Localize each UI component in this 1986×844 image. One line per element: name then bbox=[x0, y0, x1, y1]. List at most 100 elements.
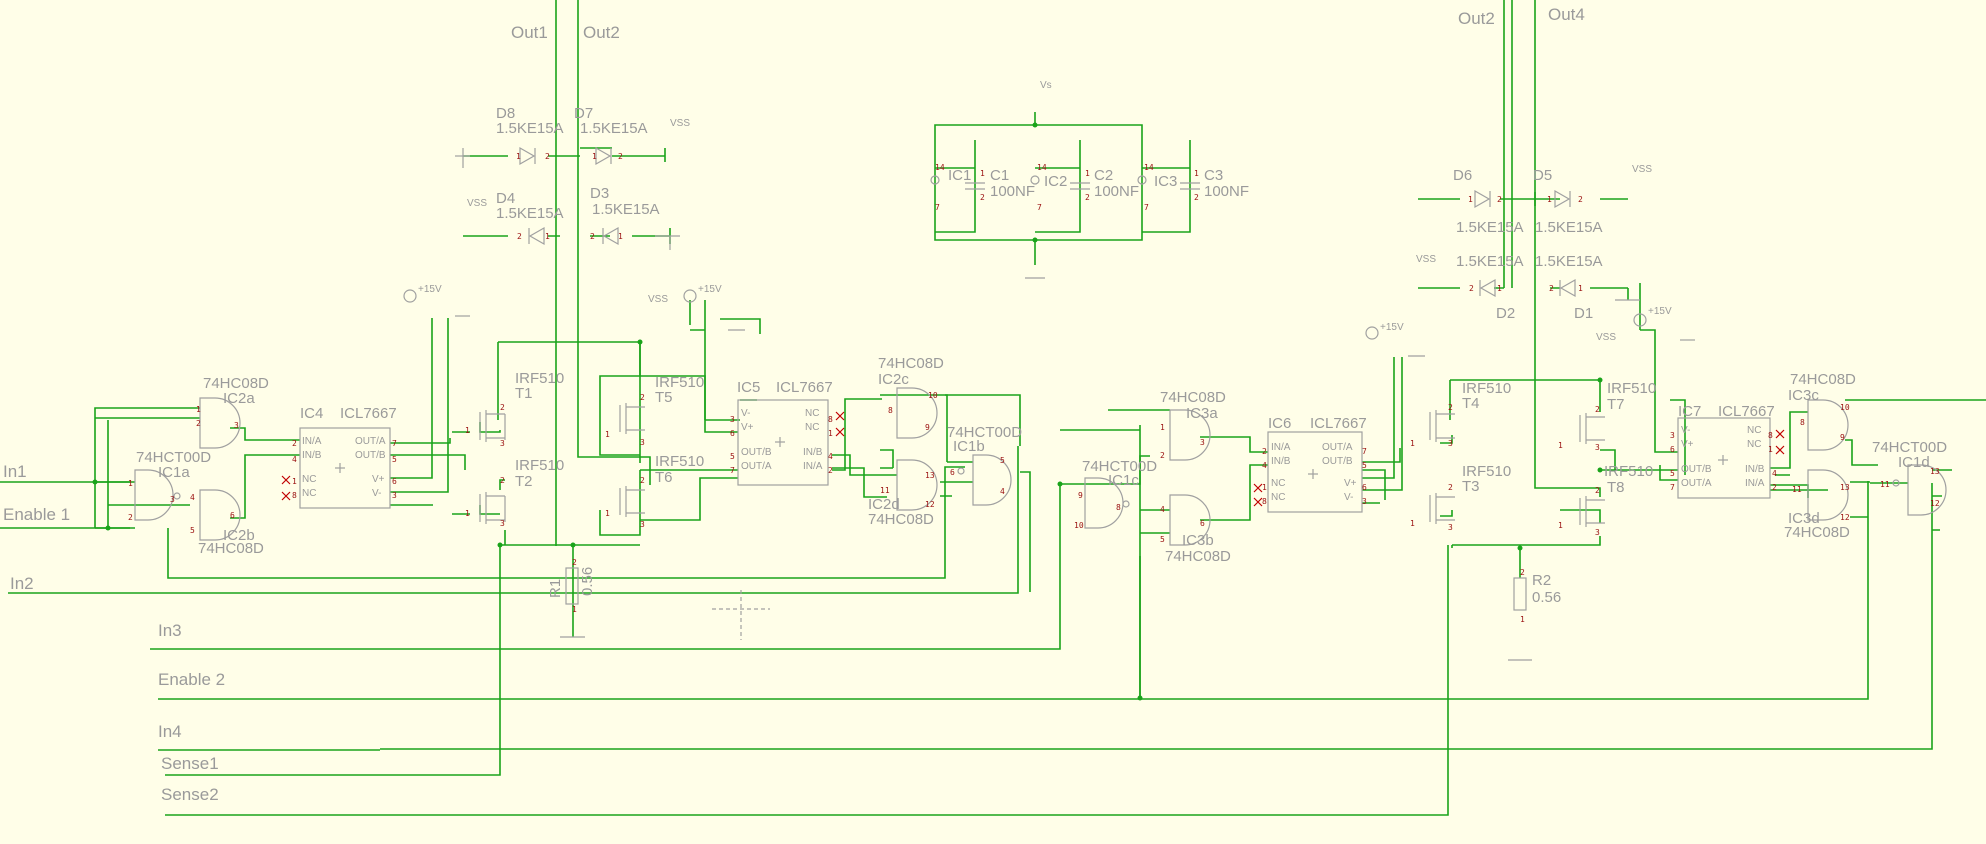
svg-text:2: 2 bbox=[1520, 568, 1525, 577]
name-d2: D2 bbox=[1496, 305, 1515, 322]
label-out2-right: Out2 bbox=[1458, 9, 1495, 28]
svg-text:9: 9 bbox=[925, 423, 930, 432]
part-irf510-t6: IRF510 bbox=[655, 453, 704, 470]
ic7-pin-ina: IN/A bbox=[1745, 478, 1765, 489]
gate-ic2d bbox=[896, 459, 938, 511]
part-d6: 1.5KE15A bbox=[1456, 219, 1524, 236]
name-ic5: IC5 bbox=[737, 379, 760, 396]
svg-text:1: 1 bbox=[292, 477, 297, 486]
svg-text:3: 3 bbox=[640, 438, 645, 447]
ic6-pin-vplus: V+ bbox=[1344, 478, 1357, 489]
part-irf510-t8: IRF510 bbox=[1604, 463, 1653, 480]
name-t8: T8 bbox=[1607, 479, 1625, 496]
name-ic1: IC1 bbox=[948, 167, 971, 184]
svg-text:2: 2 bbox=[1497, 195, 1502, 204]
svg-text:10: 10 bbox=[1840, 403, 1850, 412]
svg-text:2: 2 bbox=[500, 403, 505, 412]
svg-text:1: 1 bbox=[1160, 423, 1165, 432]
ic7-pin-inb: IN/B bbox=[1745, 464, 1765, 475]
name-d7: D7 bbox=[574, 105, 593, 122]
name-ic2: IC2 bbox=[1044, 173, 1067, 190]
ic6-pin-outa: OUT/A bbox=[1322, 442, 1353, 453]
svg-text:8: 8 bbox=[1116, 503, 1121, 512]
svg-text:1: 1 bbox=[1410, 439, 1415, 448]
gate-ic3d bbox=[1807, 469, 1849, 521]
value-c1: 100NF bbox=[990, 183, 1035, 200]
gate-ic3a bbox=[1169, 409, 1211, 461]
svg-text:1: 1 bbox=[128, 479, 133, 488]
svg-text:7: 7 bbox=[392, 439, 397, 448]
no-connect-marks bbox=[281, 411, 1785, 507]
part-irf510-t3: IRF510 bbox=[1462, 463, 1511, 480]
svg-text:14: 14 bbox=[1037, 163, 1047, 172]
svg-text:12: 12 bbox=[1840, 513, 1850, 522]
name-c2: C2 bbox=[1094, 167, 1113, 184]
part-irf510-t4: IRF510 bbox=[1462, 380, 1511, 397]
diode-d3 bbox=[602, 226, 619, 246]
name-ic2c: IC2c bbox=[878, 371, 909, 388]
ic5-pin-nc1: NC bbox=[805, 408, 819, 419]
name-d1: D1 bbox=[1574, 305, 1593, 322]
svg-text:3: 3 bbox=[1200, 438, 1205, 447]
name-ic1a: IC1a bbox=[158, 464, 190, 481]
label-in3: In3 bbox=[158, 621, 182, 640]
svg-text:2: 2 bbox=[500, 476, 505, 485]
name-ic2a: IC2a bbox=[223, 390, 255, 407]
part-icl7667-ic7: ICL7667 bbox=[1718, 403, 1775, 420]
ic6-body bbox=[1267, 431, 1363, 513]
gate-ic1b bbox=[972, 454, 1012, 506]
svg-text:6: 6 bbox=[950, 468, 955, 477]
svg-text:2: 2 bbox=[1160, 451, 1165, 460]
svg-text:2: 2 bbox=[980, 193, 985, 202]
ic4-pin-nc1: NC bbox=[302, 474, 316, 485]
svg-text:11: 11 bbox=[1792, 485, 1802, 494]
part-d7: 1.5KE15A bbox=[580, 120, 648, 137]
part-icl7667-ic5: ICL7667 bbox=[776, 379, 833, 396]
ic5-pin-outa: OUT/A bbox=[741, 461, 772, 472]
label-enable2: Enable 2 bbox=[158, 670, 225, 689]
svg-text:2: 2 bbox=[196, 419, 201, 428]
ic5-body bbox=[737, 399, 829, 486]
ic7-pin-nc1: NC bbox=[1747, 425, 1761, 436]
ic6-pin-nc2: NC bbox=[1271, 492, 1285, 503]
name-r1: R1 bbox=[547, 579, 564, 598]
mosfet-t4 bbox=[1429, 410, 1455, 442]
mosfet-t1 bbox=[479, 410, 506, 442]
part-irf510-t1: IRF510 bbox=[515, 370, 564, 387]
part-d3: 1.5KE15A bbox=[592, 201, 660, 218]
part-d2: 1.5KE15A bbox=[1456, 253, 1524, 270]
value-c3: 100NF bbox=[1204, 183, 1249, 200]
svg-text:2: 2 bbox=[517, 232, 522, 241]
ic5-pin-inb: IN/B bbox=[803, 447, 823, 458]
part-74hc08d-ic3b: 74HC08D bbox=[1165, 548, 1231, 565]
supply-vss-2: VSS bbox=[467, 198, 487, 209]
svg-text:5: 5 bbox=[1670, 469, 1675, 478]
label-sense1: Sense1 bbox=[161, 754, 219, 773]
ic4-pin-vplus: V+ bbox=[372, 474, 385, 485]
svg-text:7: 7 bbox=[1144, 203, 1149, 212]
ic5-pin-ina: IN/A bbox=[803, 461, 823, 472]
name-c3: C3 bbox=[1204, 167, 1223, 184]
part-d8: 1.5KE15A bbox=[496, 120, 564, 137]
svg-text:3: 3 bbox=[500, 439, 505, 448]
gate-ic2c bbox=[896, 387, 938, 439]
svg-text:2: 2 bbox=[590, 232, 595, 241]
ic4-pin-inb: IN/B bbox=[302, 450, 322, 461]
svg-text:3: 3 bbox=[392, 491, 397, 500]
svg-text:3: 3 bbox=[1448, 439, 1453, 448]
part-74hc08d-ic2a: 74HC08D bbox=[203, 375, 269, 392]
svg-text:2: 2 bbox=[1595, 405, 1600, 414]
part-d4: 1.5KE15A bbox=[496, 205, 564, 222]
svg-text:4: 4 bbox=[1160, 505, 1165, 514]
ic4-pin-vminus: V- bbox=[372, 488, 381, 499]
supply-symbols bbox=[403, 175, 1647, 340]
part-74hc08d-ic3d: 74HC08D bbox=[1784, 524, 1850, 541]
ic7-pin-nc2: NC bbox=[1747, 439, 1761, 450]
mosfet-t2 bbox=[479, 492, 506, 524]
supply-15v-4: +15V bbox=[1648, 306, 1672, 317]
svg-text:13: 13 bbox=[925, 471, 935, 480]
supply-vs: Vs bbox=[1040, 80, 1052, 91]
mosfet-t6 bbox=[619, 486, 645, 517]
svg-text:1: 1 bbox=[1262, 483, 1267, 492]
part-irf510-t2: IRF510 bbox=[515, 457, 564, 474]
